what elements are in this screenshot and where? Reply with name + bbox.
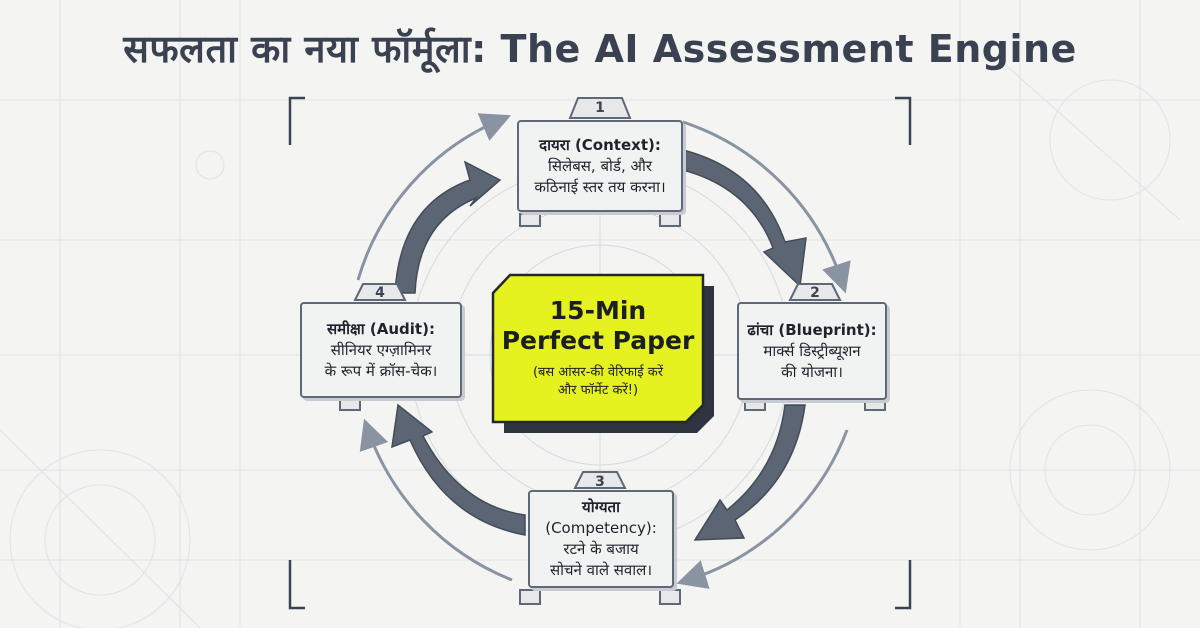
step-card-text: के रूप में क्रॉस-चेक। bbox=[324, 361, 438, 380]
step-card-audit: समीक्षा (Audit): सीनियर एग्ज़ामिनर के रू… bbox=[300, 302, 462, 398]
step-number-3: 3 bbox=[595, 474, 605, 490]
step-number-2: 2 bbox=[810, 285, 820, 301]
step-card-context: दायरा (Context): सिलेबस, बोर्ड, और कठिना… bbox=[517, 120, 683, 212]
step-card-text: मार्क्स डिस्ट्रीब्यूशन bbox=[763, 341, 861, 360]
center-main-line: Perfect Paper bbox=[501, 326, 695, 355]
step-card-heading: योग्यता bbox=[582, 498, 620, 516]
step-card-text: की योजना। bbox=[781, 362, 843, 381]
center-sub-line: (बस आंसर-की वेरिफाई करें bbox=[532, 365, 664, 380]
step-card-heading: ढांचा (Blueprint): bbox=[747, 320, 877, 339]
center-highlight bbox=[491, 273, 714, 433]
step-card-text: सिलेबस, बोर्ड, और bbox=[548, 156, 652, 175]
outer-cycle-arrows bbox=[356, 113, 851, 589]
step-card-text: (Competency): bbox=[545, 519, 657, 537]
center-main-line: 15-Min bbox=[549, 296, 647, 325]
step-card-text: कठिनाई स्तर तय करना। bbox=[534, 177, 666, 196]
step-card-heading: दायरा (Context): bbox=[539, 135, 661, 154]
step-card-text: सोचने वाले सवाल। bbox=[549, 561, 653, 579]
corner-brackets bbox=[288, 96, 912, 610]
step-card-text: रटने के बजाय bbox=[563, 540, 639, 558]
step-number-4: 4 bbox=[375, 285, 385, 301]
step-card-heading: समीक्षा (Audit): bbox=[327, 319, 435, 338]
step-card-text: सीनियर एग्ज़ामिनर bbox=[330, 340, 432, 359]
step-card-blueprint: ढांचा (Blueprint): मार्क्स डिस्ट्रीब्यूश… bbox=[737, 302, 887, 400]
center-sub-line: और फॉर्मेट करें!) bbox=[557, 383, 639, 398]
gear-icon bbox=[339, 97, 886, 605]
step-number-1: 1 bbox=[595, 100, 605, 116]
inner-cycle-arrows bbox=[391, 149, 807, 541]
step-card-competency: योग्यता (Competency): रटने के बजाय सोचने… bbox=[528, 490, 674, 588]
center-label: 15-Min Perfect Paper (बस आंसर-की वेरिफाई… bbox=[493, 280, 703, 420]
page-title: सफलता का नया फॉर्मूला: The AI Assessment… bbox=[123, 27, 1077, 71]
